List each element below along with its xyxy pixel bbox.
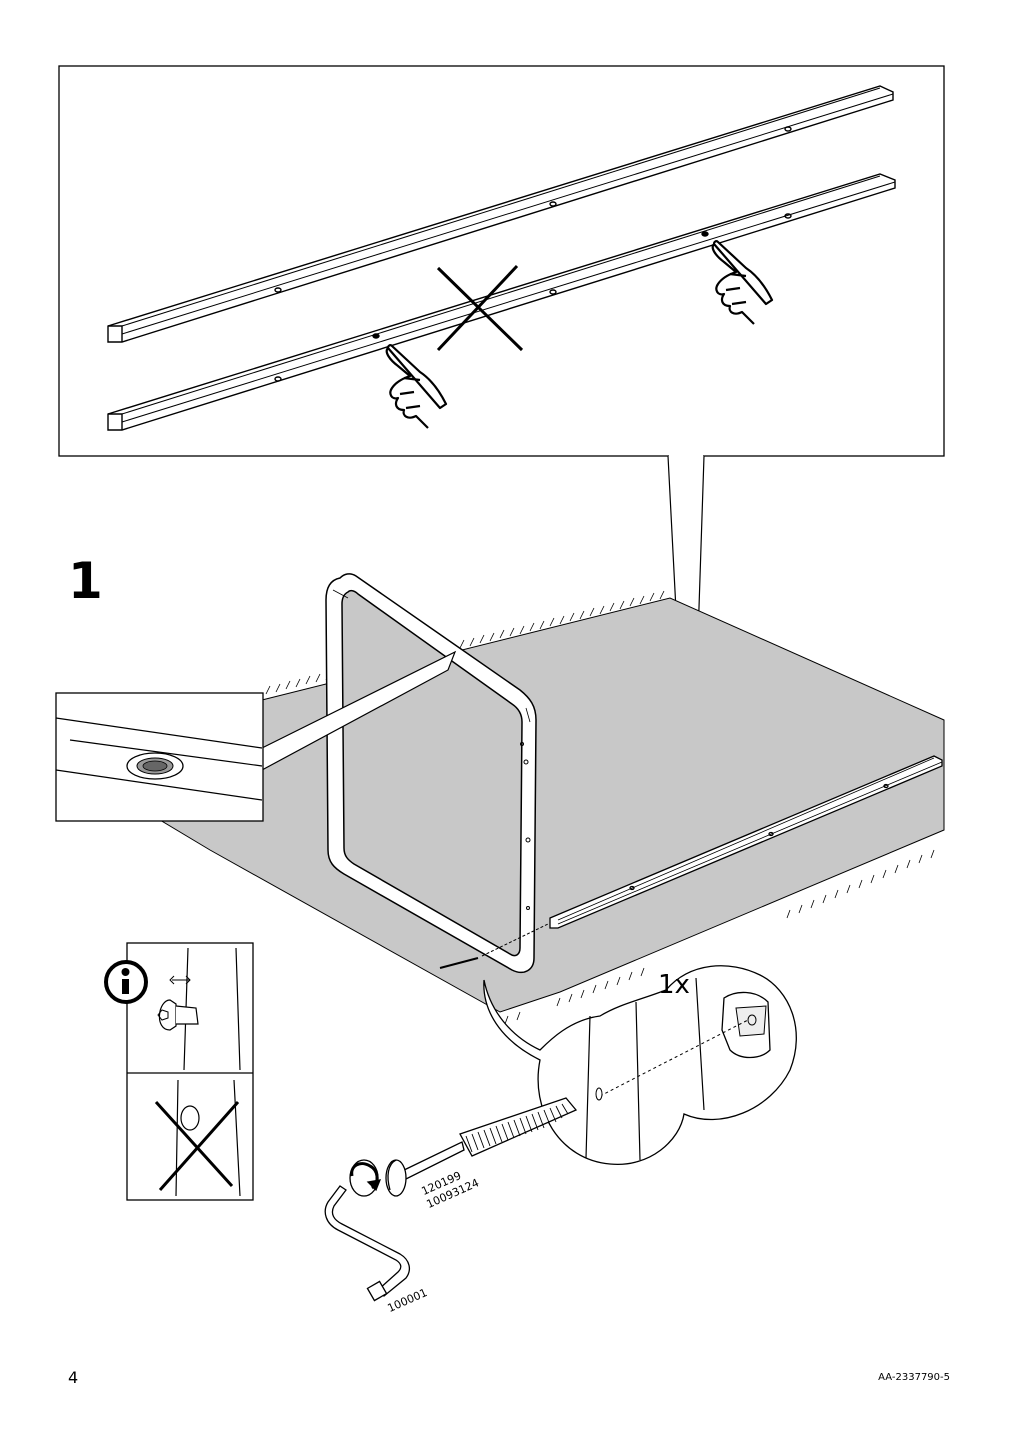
page-number: 4 [68,1368,79,1387]
rail-upper [107,85,894,343]
allen-key-100001 [324,1185,411,1302]
pointing-hand-icon [711,240,774,325]
rail-installed [549,755,943,929]
bolt-120199 [349,1097,578,1197]
side-frame [325,573,537,974]
wrong-cross-icon [436,264,524,352]
pointing-hand-icon [385,344,448,429]
document-id: AA-2337790-5 [878,1372,950,1383]
bolt-small [439,923,549,969]
hole-detail-box [55,650,457,822]
quantity-label: 1x [658,970,690,1000]
rail-lower [107,173,896,431]
step-number: 1 [68,552,103,610]
info-detail-box [104,942,254,1201]
wrong-cross-icon [154,1100,240,1191]
